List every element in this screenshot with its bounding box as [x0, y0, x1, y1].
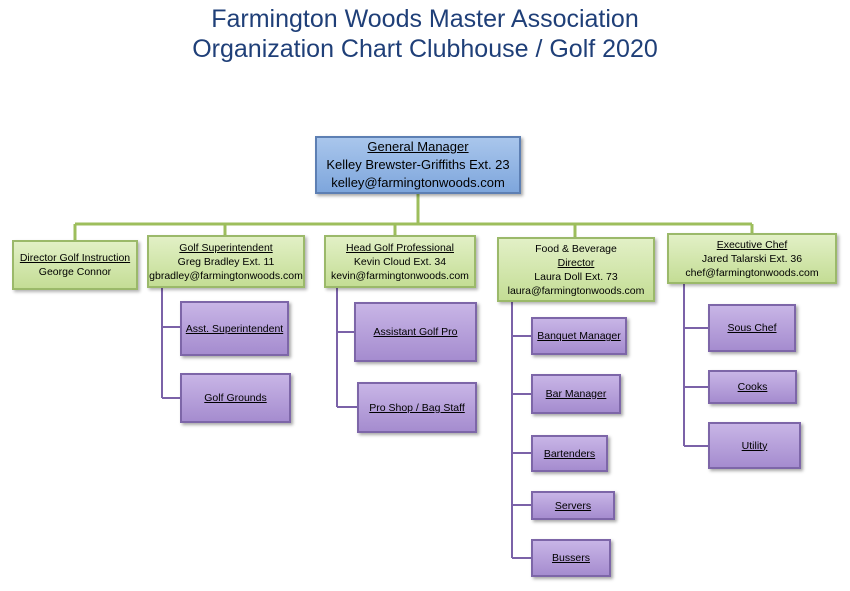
staff-pro-shop-bag-staff: Pro Shop / Bag Staff [357, 382, 477, 433]
staff-cooks: Cooks [708, 370, 797, 404]
staff-label: Bussers [552, 552, 590, 564]
staff-assistant-golf-pro: Assistant Golf Pro [354, 302, 477, 362]
dept-name: Greg Bradley Ext. 11 [177, 255, 275, 268]
chart-title-line1: Farmington Woods Master Association [211, 5, 639, 33]
dept-title-line1: Food & Beverage [535, 242, 617, 255]
staff-label: Banquet Manager [537, 330, 621, 342]
staff-label: Sous Chef [727, 322, 777, 334]
dept-title: Director Golf Instruction [19, 252, 131, 264]
dept-title: Executive Chef [716, 238, 788, 251]
chart-title-line2: Organization Chart Clubhouse / Golf 2020 [192, 35, 658, 63]
general-manager-title: General Manager [367, 139, 469, 154]
dept-title: Golf Superintendent [179, 241, 273, 254]
staff-utility: Utility [708, 422, 801, 469]
dept-email: gbradley@farmingtonwoods.com [149, 269, 303, 282]
staff-label: Asst. Superintendent [185, 322, 284, 335]
staff-label: Cooks [737, 381, 768, 393]
dept-email: chef@farmingtonwoods.com [685, 266, 819, 279]
dept-name: Laura Doll Ext. 73 [534, 270, 618, 283]
staff-bar-manager: Bar Manager [531, 374, 621, 414]
dept-name: George Connor [38, 266, 112, 278]
general-manager-box: General Manager Kelley Brewster-Griffith… [315, 136, 521, 194]
staff-label: Utility [741, 439, 768, 452]
dept-name: Jared Talarski Ext. 36 [701, 252, 803, 265]
staff-servers: Servers [531, 491, 615, 520]
staff-label: Pro Shop / Bag Staff [369, 401, 465, 414]
staff-asst-superintendent: Asst. Superintendent [180, 301, 289, 356]
staff-bussers: Bussers [531, 539, 611, 577]
dept-email: kevin@farmingtonwoods.com [331, 269, 469, 282]
staff-golf-grounds: Golf Grounds [180, 373, 291, 423]
dept-director-golf-instruction: Director Golf Instruction George Connor [12, 240, 138, 290]
dept-name: Kevin Cloud Ext. 34 [353, 255, 447, 268]
dept-executive-chef: Executive Chef Jared Talarski Ext. 36 ch… [667, 233, 837, 284]
staff-label: Servers [554, 499, 592, 512]
dept-food-beverage-director: Food & Beverage Director Laura Doll Ext.… [497, 237, 655, 302]
staff-banquet-manager: Banquet Manager [531, 317, 627, 355]
dept-title-line2: Director [557, 256, 595, 269]
staff-sous-chef: Sous Chef [708, 304, 796, 352]
general-manager-email: kelley@farmingtonwoods.com [331, 175, 505, 190]
dept-title: Head Golf Professional [346, 241, 454, 254]
dept-golf-superintendent: Golf Superintendent Greg Bradley Ext. 11… [147, 235, 305, 288]
general-manager-name: Kelley Brewster-Griffiths Ext. 23 [326, 157, 510, 172]
staff-bartenders: Bartenders [531, 435, 608, 472]
dept-head-golf-professional: Head Golf Professional Kevin Cloud Ext. … [324, 235, 476, 288]
staff-label: Bar Manager [545, 388, 607, 400]
dept-email: laura@farmingtonwoods.com [507, 284, 645, 297]
staff-label: Assistant Golf Pro [373, 326, 458, 338]
staff-label: Bartenders [543, 447, 596, 460]
staff-label: Golf Grounds [204, 392, 267, 404]
